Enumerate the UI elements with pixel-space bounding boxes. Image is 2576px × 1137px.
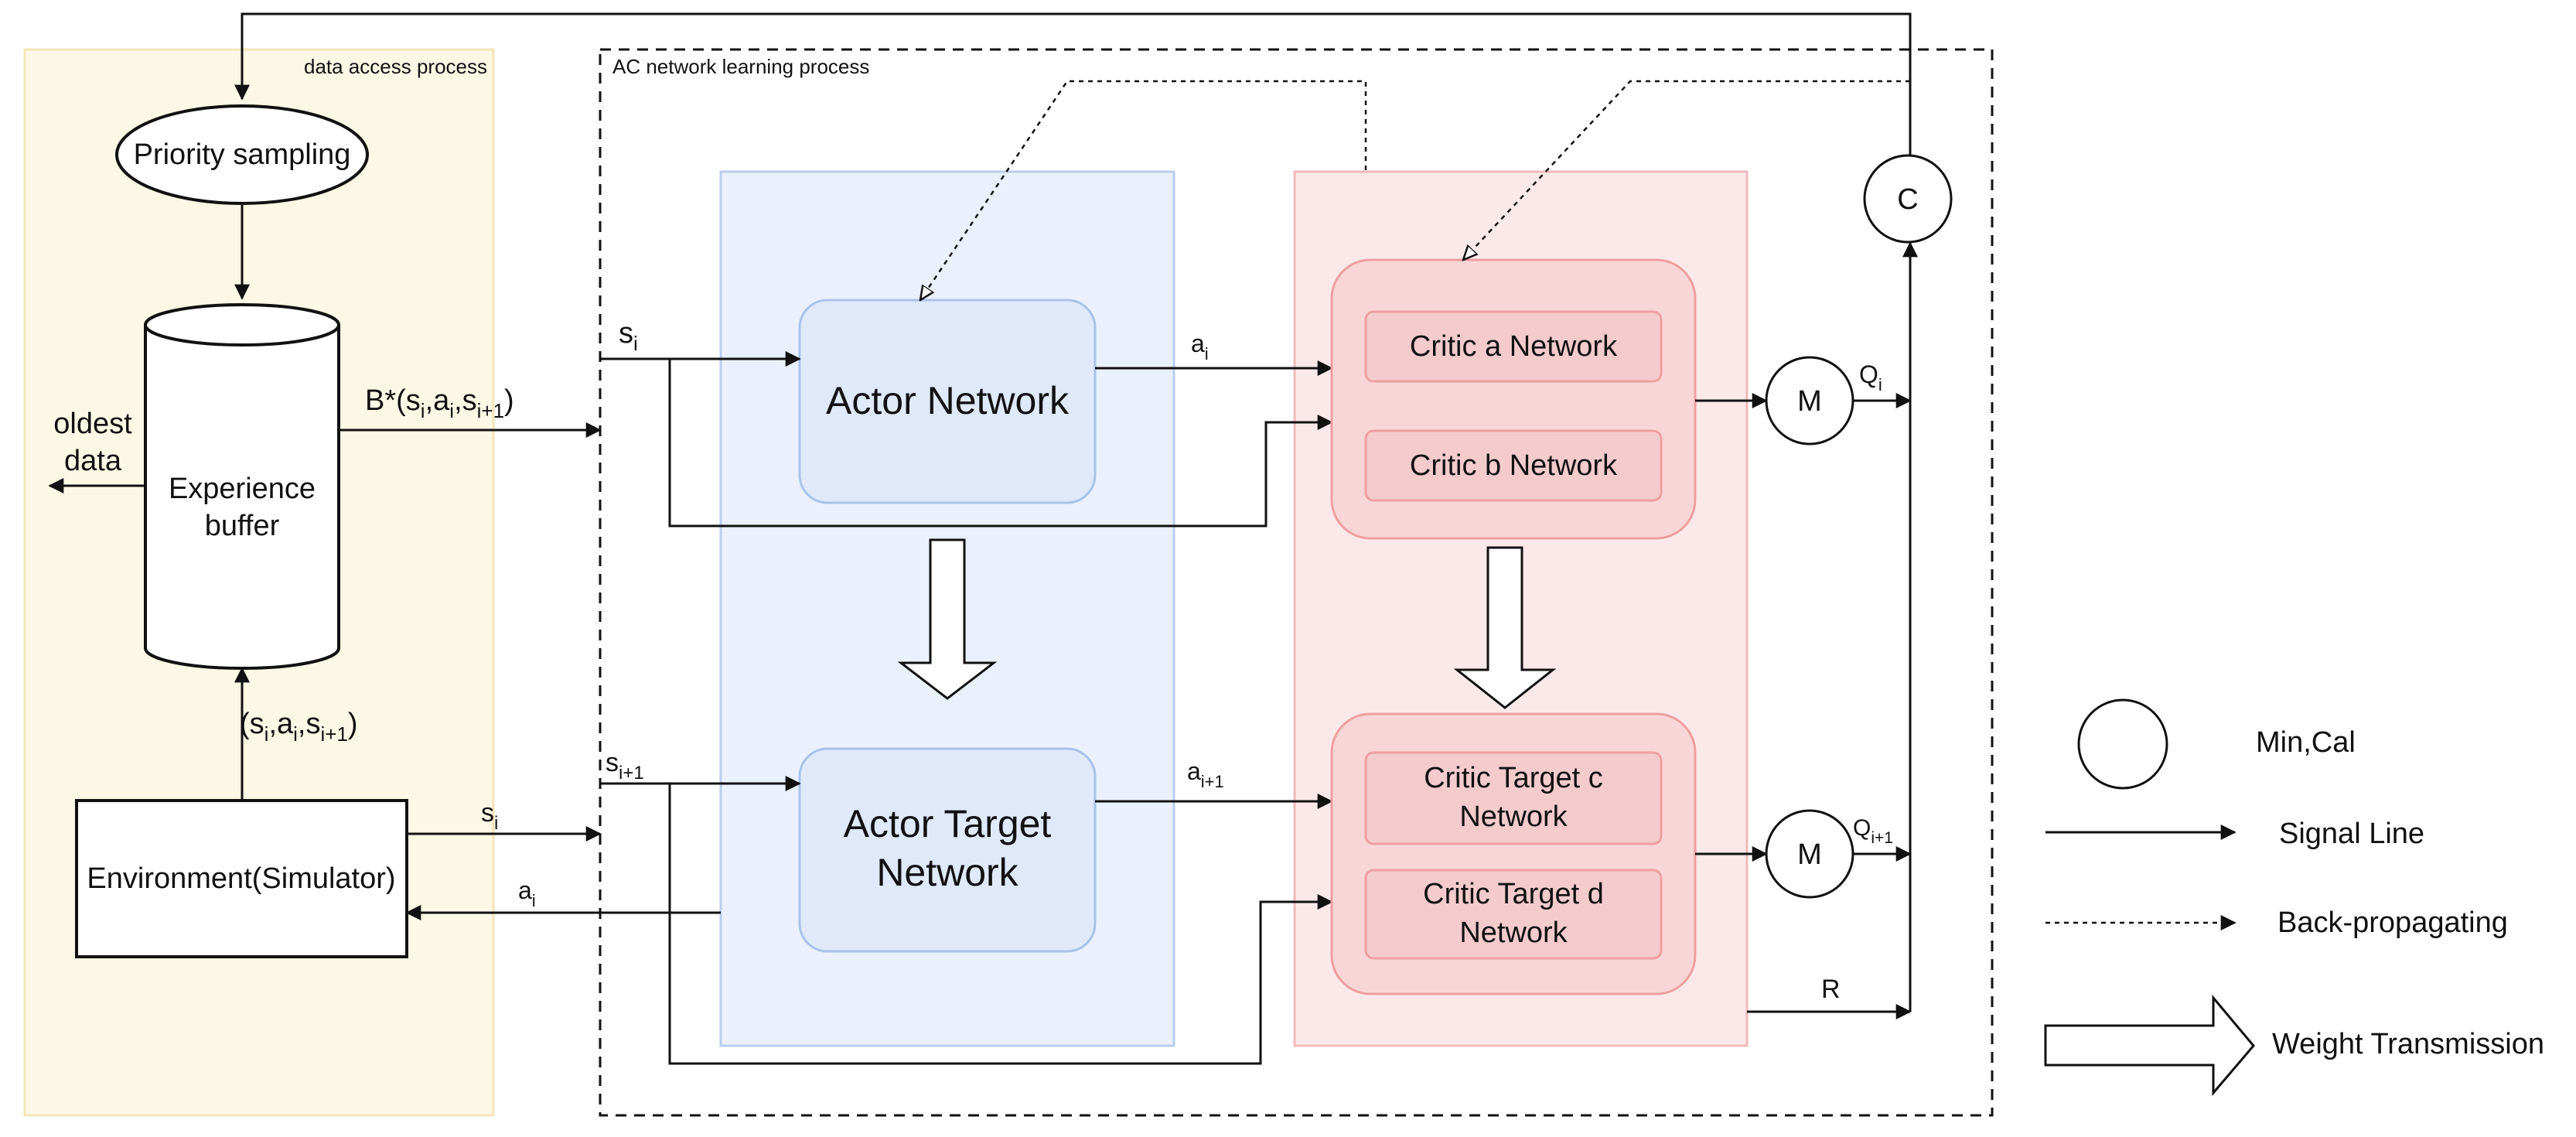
- actor-weight-transmission-arrow: [897, 538, 998, 700]
- critic-target-c-label-1: Critic Target c: [1424, 762, 1603, 794]
- environment-node: [75, 799, 408, 958]
- critic-target-d-label-1: Critic Target d: [1423, 878, 1604, 910]
- q-i1-label: Qi+1: [1853, 815, 1893, 847]
- critic-target-c-label-2: Network: [1459, 801, 1568, 833]
- oldest-data-label-2: data: [64, 445, 122, 477]
- q-i-label: Qi: [1859, 360, 1882, 394]
- reward-label: R: [1821, 975, 1841, 1004]
- critic-a-node: [1364, 310, 1663, 383]
- ac-learning-region: [599, 48, 1994, 1117]
- critic-b-node: [1364, 429, 1663, 502]
- critic-b-label: Critic b Network: [1410, 449, 1618, 482]
- experience-buffer-label-2: buffer: [205, 510, 280, 542]
- actor-network-node: [798, 299, 1097, 504]
- legend-backprop-label: Back-propagating: [2277, 907, 2508, 939]
- state-to-critic-line: [668, 359, 1333, 528]
- transition-label: (si,ai,si+1): [240, 708, 358, 746]
- feedback-line: [234, 12, 1912, 166]
- experience-buffer-node: [144, 303, 340, 670]
- legend: Min,Cal Signal Line Back-propagating Wei…: [2044, 698, 2544, 1097]
- data-access-label: data access process: [304, 55, 487, 78]
- experience-buffer-label-1: Experience: [169, 473, 316, 505]
- env-state-label: si: [481, 798, 498, 834]
- next-state-label: si+1: [606, 748, 644, 784]
- oldest-data-label-1: oldest: [53, 408, 132, 440]
- m-upper-label: M: [1797, 385, 1822, 418]
- environment-label: Environment(Simulator): [87, 862, 395, 895]
- legend-weight-label: Weight Transmission: [2272, 1028, 2544, 1060]
- legend-circle-icon: [2077, 698, 2168, 790]
- env-action-label: ai: [518, 876, 536, 910]
- actor-action-label: ai: [1191, 329, 1209, 364]
- legend-circle-label: Min,Cal: [2256, 726, 2356, 759]
- legend-signal-label: Signal Line: [2279, 818, 2424, 850]
- critic-a-label: Critic a Network: [1410, 330, 1618, 363]
- actor-network-label: Actor Network: [826, 379, 1070, 422]
- backprop-to-critic-line: [1463, 80, 1910, 260]
- c-label: C: [1897, 183, 1918, 216]
- actor-target-action-label: ai+1: [1187, 757, 1224, 791]
- critic-target-d-label-2: Network: [1459, 917, 1568, 949]
- priority-sampling-label: Priority sampling: [134, 138, 351, 171]
- critic-target-d-node: [1364, 869, 1663, 960]
- critic-weight-transmission-arrow: [1453, 546, 1557, 709]
- ac-learning-label: AC network learning process: [612, 55, 869, 78]
- actor-target-network-label-2: Network: [876, 851, 1018, 894]
- state-top-label: si: [619, 317, 638, 355]
- batch-label: B*(si,ai,si+1): [365, 384, 514, 422]
- m-lower-label: M: [1797, 838, 1822, 871]
- c-node: [1863, 154, 1953, 244]
- actor-target-network-node: [798, 747, 1097, 953]
- critic-target-c-node: [1364, 751, 1663, 845]
- legend-weight-icon: [2044, 994, 2255, 1097]
- actor-target-network-label-1: Actor Target: [844, 802, 1052, 845]
- next-state-to-critic-target-line: [668, 784, 1333, 1065]
